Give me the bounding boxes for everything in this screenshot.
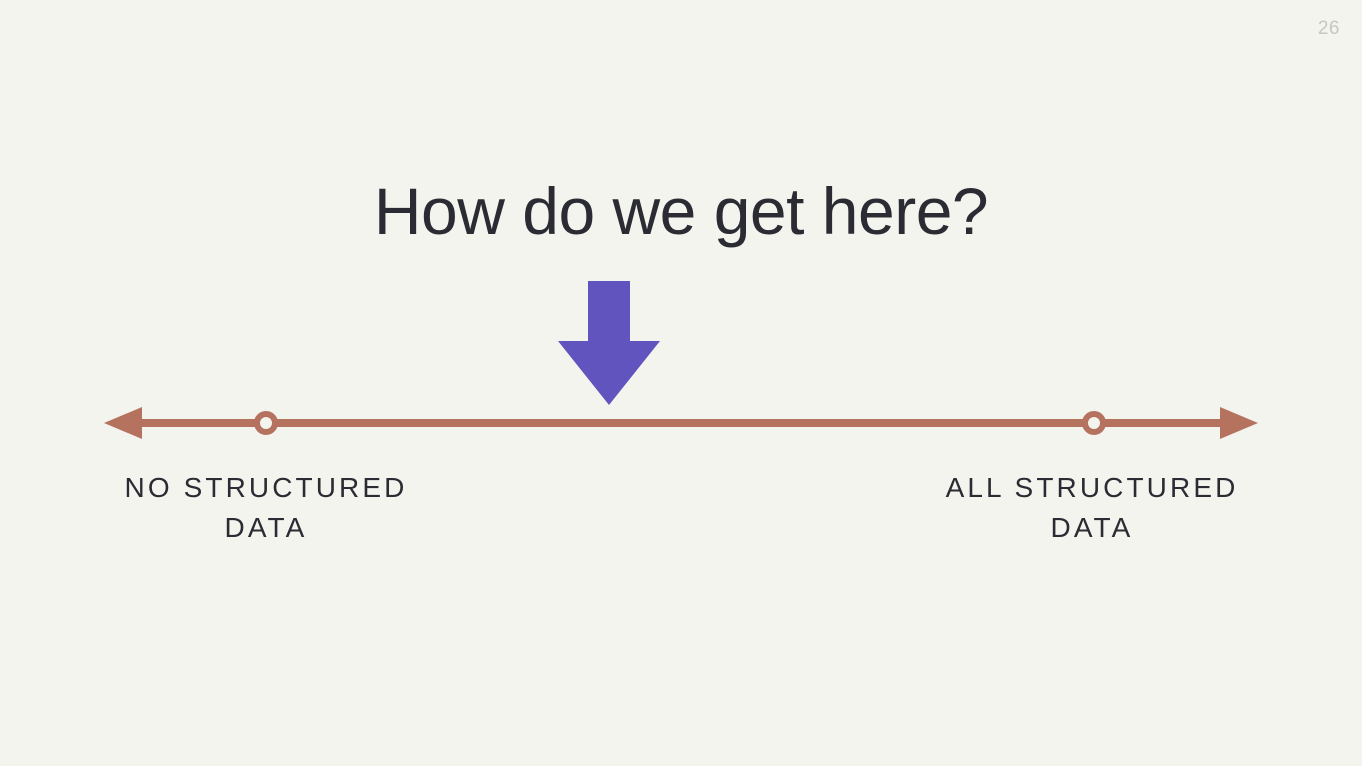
spectrum-axis <box>104 407 1258 439</box>
axis-label-left-line2: DATA <box>224 512 308 544</box>
axis-label-left: NO STRUCTURED DATA <box>56 468 476 549</box>
axis-label-right: ALL STRUCTURED DATA <box>882 468 1302 549</box>
marker-right[interactable] <box>1082 411 1106 435</box>
axis-label-right-line1: ALL STRUCTURED <box>945 472 1239 503</box>
page-title: How do we get here? <box>373 174 989 248</box>
arrow-right-icon <box>1220 407 1258 439</box>
down-arrow-icon <box>558 281 660 405</box>
axis-label-right-line2: DATA <box>1050 512 1134 544</box>
axis-line <box>132 419 1230 427</box>
marker-left[interactable] <box>254 411 278 435</box>
axis-label-left-line1: NO STRUCTURED <box>124 472 408 503</box>
arrow-left-icon <box>104 407 142 439</box>
page-number: 26 <box>1317 18 1340 39</box>
